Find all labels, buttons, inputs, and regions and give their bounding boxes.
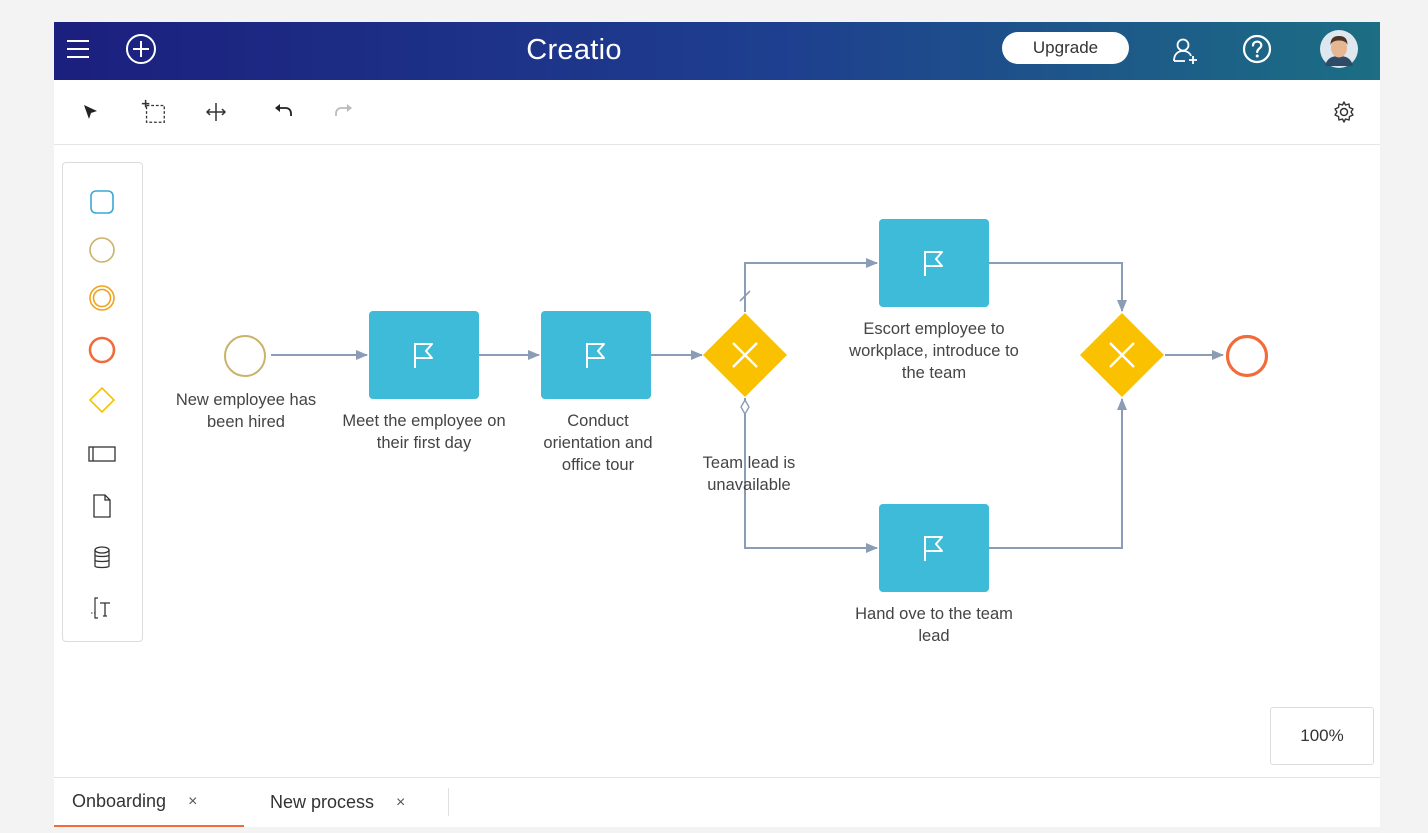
tab-onboarding[interactable]: Onboarding × (54, 778, 244, 827)
flag-icon (924, 251, 943, 276)
gear-icon[interactable] (1330, 98, 1358, 126)
end-event[interactable] (1224, 333, 1270, 379)
task-meet-employee[interactable] (369, 311, 479, 399)
tab-divider (448, 788, 449, 816)
flag-icon (924, 536, 943, 561)
pointer-icon[interactable] (76, 98, 104, 126)
end-event-icon[interactable] (85, 333, 119, 367)
gateway-icon[interactable] (85, 383, 119, 417)
process-designer: Creatio Upgrade (54, 22, 1380, 827)
task-escort-employee[interactable] (879, 219, 989, 307)
flag-icon (586, 343, 605, 368)
task-conduct-orientation-label: Conduct orientation and office tour (543, 412, 653, 474)
task-icon[interactable] (85, 185, 119, 219)
redo-icon[interactable] (330, 98, 358, 126)
task-meet-employee-label: Meet the employee on their first day (342, 412, 506, 452)
help-icon[interactable] (1240, 32, 1274, 66)
intermediate-event-icon[interactable] (85, 281, 119, 315)
diagram-toolbar (54, 80, 1380, 145)
flow-gateway-to-task4[interactable] (744, 398, 878, 553)
creatio-logo: Creatio (526, 34, 622, 66)
process-tabs: Onboarding × New process × (54, 777, 1380, 827)
avatar[interactable] (1319, 29, 1359, 69)
tab-onboarding-label: Onboarding (72, 791, 167, 811)
diagram-canvas[interactable]: New employee has been hired Meet the emp… (54, 145, 1380, 777)
annotation-icon[interactable] (85, 591, 119, 625)
start-event[interactable] (222, 333, 268, 379)
undo-icon[interactable] (269, 98, 297, 126)
element-palette (62, 162, 143, 642)
tab-new-process[interactable]: New process × (270, 778, 405, 827)
default-flow-marker (739, 290, 751, 302)
sequence-flows (271, 258, 1224, 553)
zoom-level[interactable]: 100% (1270, 707, 1374, 765)
start-event-label: New employee has been hired (175, 391, 317, 431)
task-hand-over-label: Hand ove to the team lead (855, 605, 1013, 645)
marquee-select-icon[interactable] (140, 98, 168, 126)
tab-new-process-label: New process (270, 792, 375, 812)
start-event-icon[interactable] (85, 233, 119, 267)
flow-task4-to-join[interactable] (989, 398, 1127, 549)
task-conduct-orientation[interactable] (541, 311, 651, 399)
exclusive-gateway-split[interactable] (702, 312, 788, 398)
flow-task3-to-join[interactable] (989, 262, 1127, 312)
task-escort-employee-label: Escort employee to workplace, introduce … (849, 320, 1019, 382)
flag-icon (414, 343, 433, 368)
gateway-condition-label: Team lead is unavailable (702, 454, 796, 494)
task-hand-over[interactable] (879, 504, 989, 592)
add-icon[interactable] (124, 32, 158, 66)
data-store-icon[interactable] (85, 541, 119, 575)
pan-icon[interactable] (202, 98, 230, 126)
exclusive-gateway-join[interactable] (1079, 312, 1165, 398)
menu-icon[interactable] (64, 35, 92, 63)
close-icon[interactable]: × (188, 792, 198, 810)
add-user-icon[interactable] (1169, 34, 1203, 68)
lane-icon[interactable] (85, 437, 119, 471)
close-icon[interactable]: × (396, 793, 406, 811)
top-bar: Creatio Upgrade (54, 22, 1380, 80)
data-object-icon[interactable] (85, 489, 119, 523)
conditional-flow-marker (740, 398, 750, 416)
upgrade-button[interactable]: Upgrade (1002, 32, 1129, 64)
flow-gateway-to-task3[interactable] (744, 258, 878, 312)
